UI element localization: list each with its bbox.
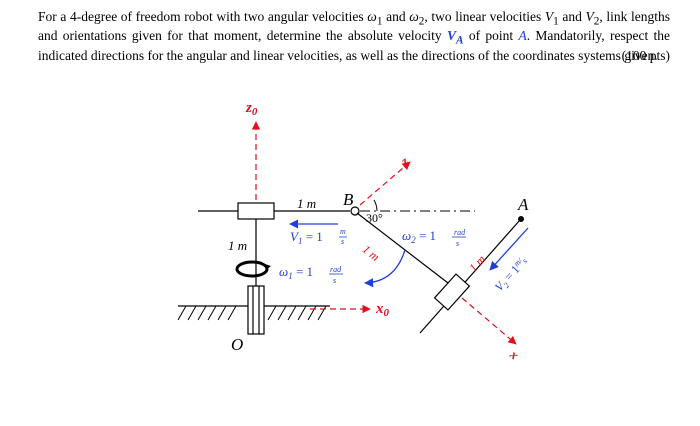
length-vertical: 1 m [228,238,247,253]
svg-text:ω1 = 1: ω1 = 1 [279,264,313,281]
svg-text:rad: rad [330,265,342,274]
omega2-rotation [364,249,406,288]
svg-text:V2 = 1m/s: V2 = 1m/s [492,254,532,295]
omega1-rotation-icon [235,260,271,278]
z0-axis: z0 [245,100,261,200]
svg-text:s: s [341,237,344,246]
problem-statement: For a 4-degree of freedom robot with two… [38,9,671,63]
origin-label: O [231,335,243,354]
length-diag1: 1 m [360,242,383,264]
diagonal-link [356,212,449,284]
svg-text:z0: z0 [245,100,258,118]
point-a-label: A [517,195,529,214]
svg-text:V1 = 1: V1 = 1 [290,229,323,246]
v2-velocity: V2 = 1m/s [489,227,532,295]
length-diag2: 1 m [466,252,488,275]
z-axis: z [359,153,412,206]
omega1-label: ω1 = 1 rad s [279,264,343,285]
x0-axis: x0 [310,301,390,319]
svg-text:x0: x0 [375,301,390,319]
svg-text:s: s [333,276,336,285]
svg-text:s: s [456,239,459,248]
omega2-label: ω2 = 1 rad s [402,228,466,248]
points-label: (100 pts) [621,47,670,63]
point-a [518,216,524,222]
svg-text:m: m [340,227,346,236]
svg-text:x: x [506,346,522,363]
angle-marker: 30° [366,199,383,225]
length-horizontal: 1 m [297,196,316,211]
joint-b-label: B [343,190,354,209]
v1-velocity: V1 = 1 m s [289,219,347,246]
svg-text:30°: 30° [366,211,383,225]
svg-text:z: z [397,153,412,169]
prismatic-link [419,219,521,334]
x-axis: x [461,297,522,363]
svg-text:ω2 = 1: ω2 = 1 [402,228,436,245]
horizontal-arm [198,202,350,220]
svg-text:rad: rad [454,228,466,237]
ground-hatch [177,305,330,321]
